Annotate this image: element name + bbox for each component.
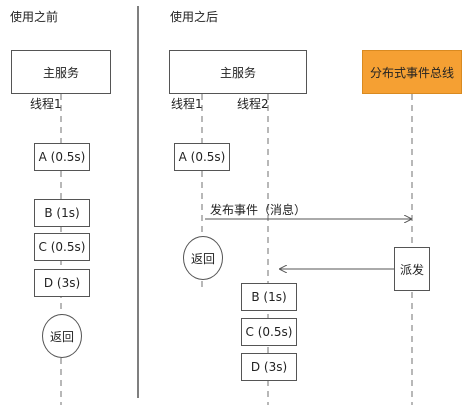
before-task-d: D (3s) <box>34 269 90 297</box>
after-task-a: A (0.5s) <box>174 143 230 171</box>
after-title: 使用之后 <box>170 10 219 24</box>
after-main-service-box: 主服务 <box>169 50 307 94</box>
after-task-b: B (1s) <box>241 283 297 311</box>
before-thread1-label: 线程1 <box>30 97 62 111</box>
before-main-service-box: 主服务 <box>11 50 111 94</box>
before-task-c: C (0.5s) <box>34 233 90 261</box>
after-task-d: D (3s) <box>241 353 297 381</box>
after-task-c: C (0.5s) <box>241 318 297 346</box>
publish-event-label: 发布事件（消息） <box>210 203 307 217</box>
before-task-b: B (1s) <box>34 199 90 227</box>
after-return-node: 返回 <box>183 236 223 280</box>
before-task-a: A (0.5s) <box>34 143 90 171</box>
before-return-node: 返回 <box>42 314 82 358</box>
event-bus-box: 分布式事件总线 <box>362 50 462 94</box>
after-thread1-label: 线程1 <box>171 97 203 111</box>
before-title: 使用之前 <box>10 10 59 24</box>
after-thread2-label: 线程2 <box>237 97 269 111</box>
dispatch-box: 派发 <box>394 247 430 291</box>
